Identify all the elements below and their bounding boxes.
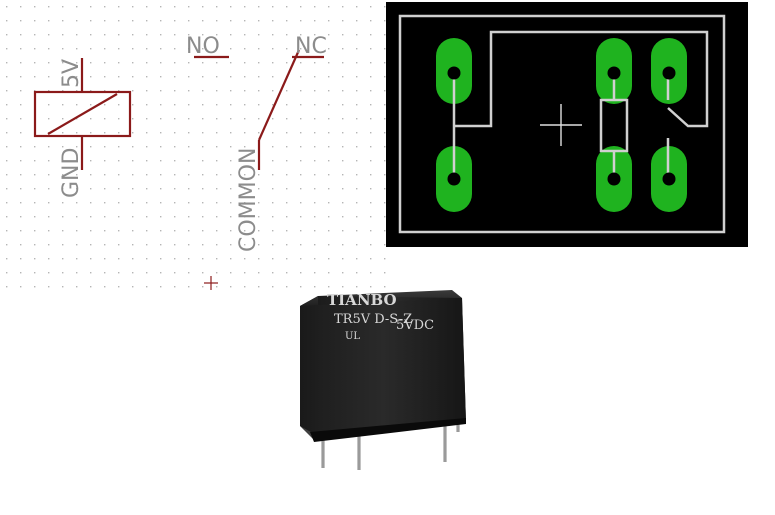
relay-cert-mark: UL (345, 331, 360, 342)
pin-no-label: NO (186, 34, 220, 59)
pcb-footprint (386, 2, 748, 247)
pcb-center-cross (540, 104, 582, 146)
relay-component-photo: TIANBO TR5V D-S-Z UL 5VDC (300, 290, 466, 470)
origin-cross (204, 276, 218, 290)
schematic-grid (0, 0, 388, 300)
pin-gnd-label: GND (59, 148, 84, 198)
pcb-drill-holes (447, 66, 676, 186)
relay-brand-text: TIANBO (327, 291, 397, 309)
relay-switch-symbol (194, 49, 324, 170)
relay-coil-symbol (33, 58, 132, 170)
relay-model-text: TR5V D-S-Z (334, 312, 412, 327)
pcb-silkscreen (452, 30, 709, 179)
relay-voltage-text: 5VDC (396, 318, 434, 333)
pin-common-label: COMMON (236, 148, 261, 252)
pin-nc-label: NC (295, 34, 327, 59)
pin-5v-label: 5V (59, 59, 84, 88)
